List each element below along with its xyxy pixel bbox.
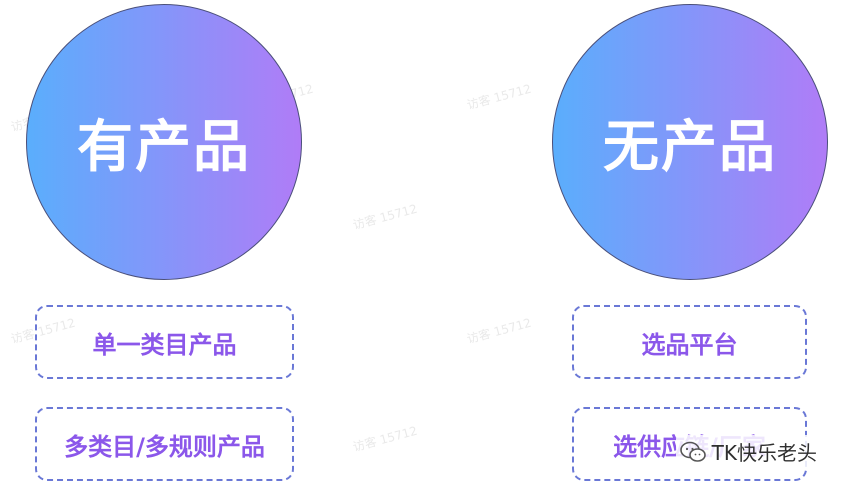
watermark-text: 访客 15712 xyxy=(351,423,419,455)
product-selection-platform-box: 选品平台 xyxy=(572,305,807,379)
watermark-text: 访客 15712 xyxy=(465,81,533,113)
wechat-icon xyxy=(679,441,706,462)
has-product-label: 有产品 xyxy=(77,114,251,180)
multi-category-product-box: 多类目/多规则产品 xyxy=(35,407,294,481)
has-product-circle: 有产品 xyxy=(26,4,302,280)
brand-badge: TK快乐老头 xyxy=(675,435,821,468)
watermark-text: 访客 15712 xyxy=(465,315,533,347)
watermark-text: 访客 15712 xyxy=(351,201,419,233)
no-product-circle: 无产品 xyxy=(552,4,828,280)
brand-name: TK快乐老头 xyxy=(711,441,817,465)
single-category-product-box: 单一类目产品 xyxy=(35,305,294,379)
no-product-label: 无产品 xyxy=(603,114,777,180)
